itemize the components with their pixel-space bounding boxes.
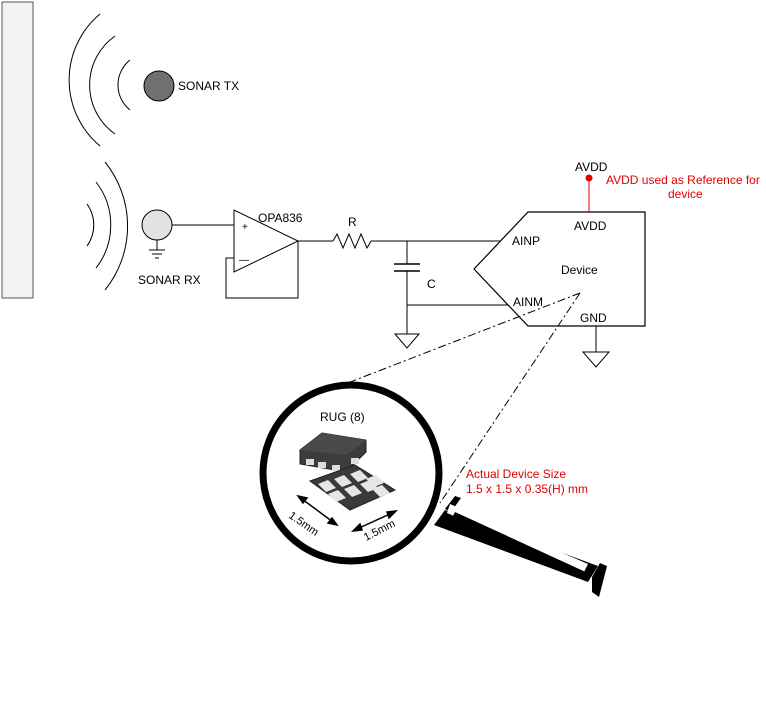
opamp-label: OPA836 xyxy=(258,211,303,225)
dimension-arrows xyxy=(296,494,399,532)
sonar-rx-sensor xyxy=(141,209,173,241)
cap-ground-symbol xyxy=(393,333,421,349)
rx-ground-symbol xyxy=(149,240,165,259)
sonar-tx-label: SONAR TX xyxy=(178,79,239,93)
device-ainm-pin: AINM xyxy=(513,295,543,309)
rx-wave-arcs xyxy=(86,161,128,291)
device-body xyxy=(473,211,646,327)
device-size-dimensions: 1.5 x 1.5 x 0.35(H) mm xyxy=(466,482,588,496)
reflector-wall xyxy=(1,1,34,299)
opamp-triangle xyxy=(233,209,300,273)
opamp-plus-sign: + xyxy=(242,222,248,233)
package-chip-pads xyxy=(308,464,397,511)
device-gnd-pin: GND xyxy=(580,311,607,325)
tx-wave-arcs xyxy=(68,13,131,147)
avdd-supply-label: AVDD xyxy=(575,160,608,174)
opamp-feedback-wire xyxy=(225,241,299,299)
device-size-title: Actual Device Size xyxy=(466,467,566,481)
opamp-minus-sign: — xyxy=(239,255,249,266)
avdd-note-line1: AVDD used as Reference for xyxy=(606,173,760,187)
sonar-rx-label: SONAR RX xyxy=(138,273,201,287)
magnifier-handle xyxy=(434,496,607,597)
package-label: RUG (8) xyxy=(320,410,365,424)
capacitor-label: C xyxy=(427,277,436,291)
device-ainp-pin: AINP xyxy=(512,234,540,248)
device-ground-symbol xyxy=(581,351,611,368)
resistor-label: R xyxy=(348,215,357,229)
package-chip-3d xyxy=(299,432,367,473)
avdd-note-line2: device xyxy=(668,187,703,201)
device-name: Device xyxy=(561,263,598,277)
sonar-tx-sensor xyxy=(143,70,175,102)
device-avdd-pin: AVDD xyxy=(574,219,607,233)
zoom-callout-lines xyxy=(344,292,581,504)
resistor-symbol xyxy=(332,232,372,250)
